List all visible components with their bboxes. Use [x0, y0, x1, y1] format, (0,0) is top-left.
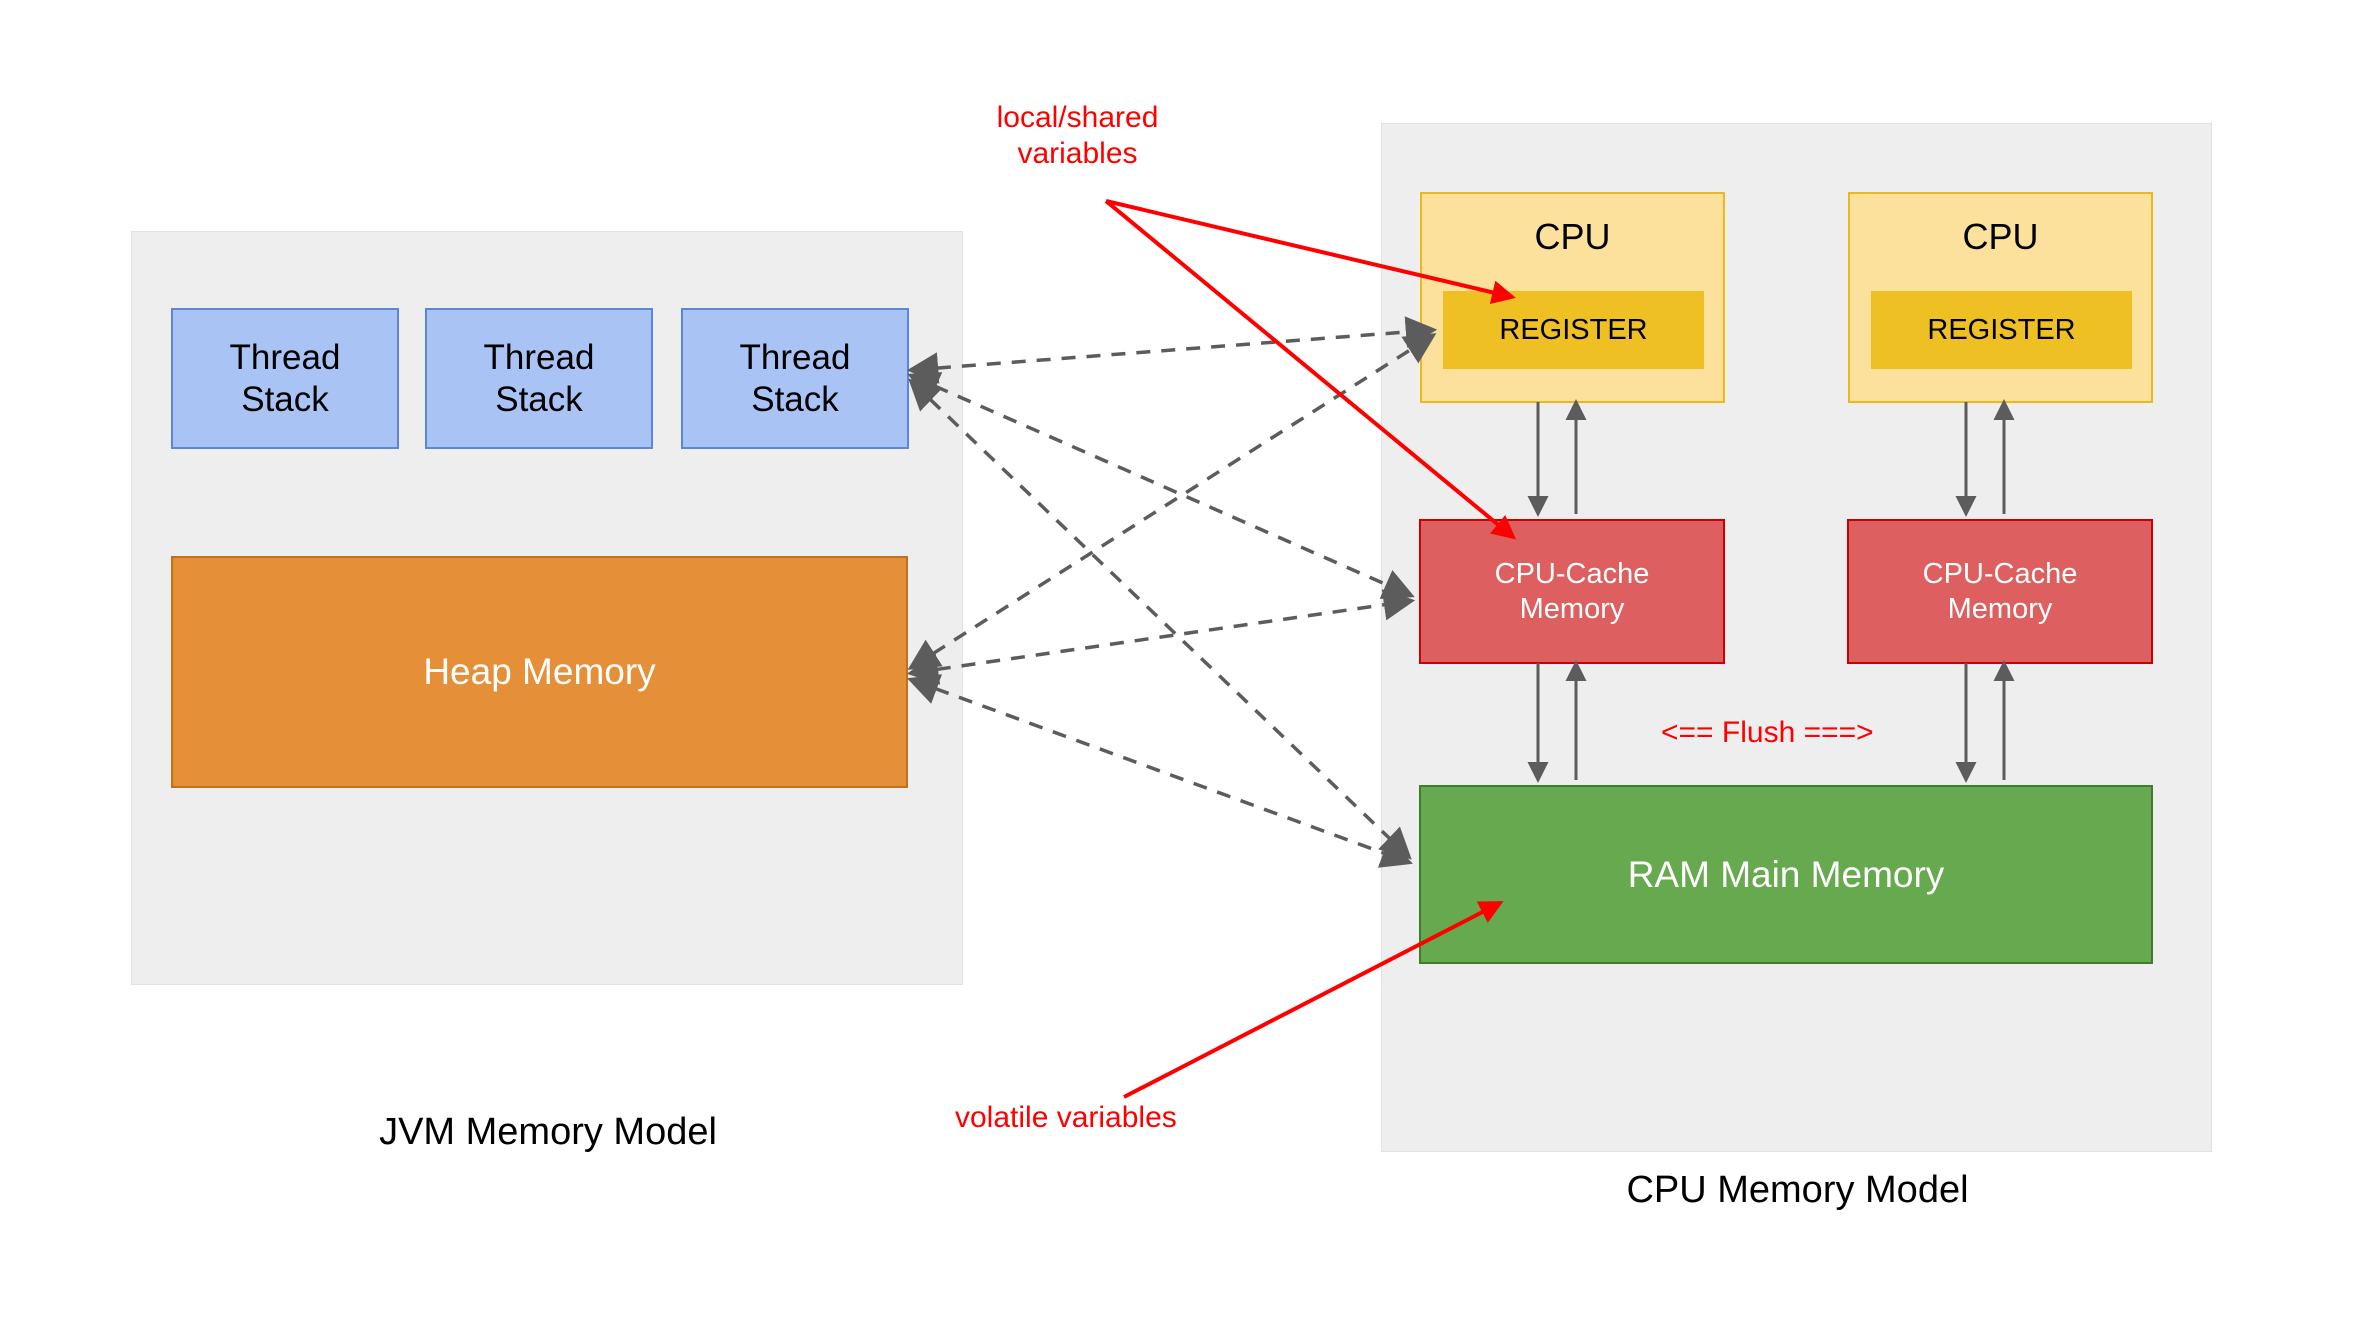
heap-memory-box: Heap Memory	[171, 556, 908, 788]
jvm-panel-title: JVM Memory Model	[379, 1111, 717, 1153]
thread-stack-box-1: Thread Stack	[171, 308, 399, 449]
cpu-cache-label-2: CPU-Cache Memory	[1922, 558, 2078, 625]
cpu-cache-memory-box-2: CPU-Cache Memory	[1847, 519, 2153, 664]
register-box-1: REGISTER	[1443, 291, 1704, 369]
annotation-local-shared-variables: local/shared variables	[996, 101, 1159, 170]
cpu-panel-title: CPU Memory Model	[1626, 1169, 1969, 1211]
cpu-label-2: CPU	[1962, 216, 2039, 257]
dashed-arrow-heap-to-ram	[907, 674, 1413, 868]
cpu-box-1: CPU REGISTER	[1420, 192, 1725, 403]
register-box-2: REGISTER	[1871, 291, 2132, 369]
flush-label: <== Flush ===>	[1661, 716, 1874, 749]
thread-stack-label-2: Thread Stack	[483, 338, 595, 419]
ram-main-memory-label: RAM Main Memory	[1627, 853, 1945, 895]
jvm-memory-model-panel: Thread Stack Thread Stack Thread Stack H…	[131, 231, 963, 1153]
thread-stack-box-3: Thread Stack	[681, 308, 909, 449]
cpu-label-1: CPU	[1534, 216, 1611, 257]
cpu-cache-memory-box-1: CPU-Cache Memory	[1419, 519, 1725, 664]
dashed-arrow-thread-to-register	[906, 316, 1438, 384]
dashed-arrow-heap-to-cache	[906, 589, 1416, 685]
cpu-box-2: CPU REGISTER	[1848, 192, 2153, 403]
register-label-2: REGISTER	[1927, 313, 2076, 346]
register-label-1: REGISTER	[1499, 313, 1648, 346]
cpu-memory-model-panel: CPU REGISTER CPU REGISTER CPU-Cache Memo…	[1381, 123, 2212, 1211]
dashed-arrow-thread-to-ram	[908, 378, 1412, 860]
dashed-arrow-thread-to-cache	[907, 372, 1415, 599]
ram-main-memory-box: RAM Main Memory	[1419, 785, 2153, 964]
annotation-volatile-variables: volatile variables	[955, 1101, 1177, 1134]
dashed-arrow-heap-to-register	[907, 333, 1437, 670]
thread-stack-label-1: Thread Stack	[229, 338, 341, 419]
heap-memory-label: Heap Memory	[423, 651, 656, 693]
thread-stack-label-3: Thread Stack	[739, 338, 851, 419]
thread-stack-box-2: Thread Stack	[425, 308, 653, 449]
cpu-cache-label-1: CPU-Cache Memory	[1494, 558, 1650, 625]
